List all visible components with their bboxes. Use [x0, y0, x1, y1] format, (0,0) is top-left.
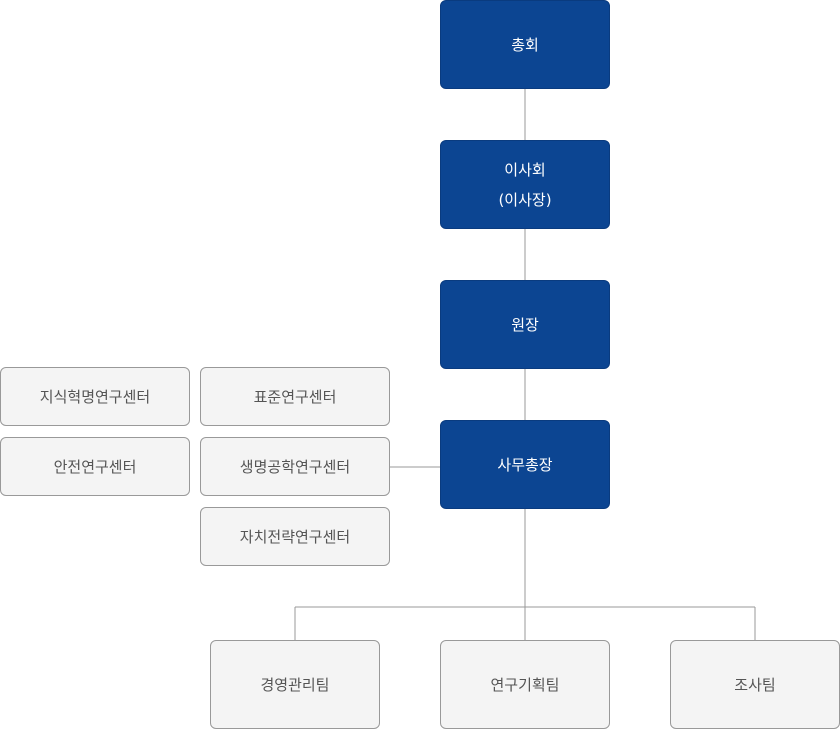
team-box: 조사팀	[670, 640, 840, 729]
board-box: 이사회 (이사장)	[440, 140, 610, 229]
president-box: 원장	[440, 280, 610, 369]
team-label: 경영관리팀	[260, 676, 330, 694]
general-assembly-box: 총회	[440, 0, 610, 89]
team-label: 연구기획팀	[490, 676, 560, 694]
center-label: 표준연구센터	[253, 388, 337, 406]
center-label: 안전연구센터	[53, 458, 137, 476]
general-assembly-label: 총회	[511, 35, 539, 54]
team-box: 경영관리팀	[210, 640, 380, 729]
team-label: 조사팀	[734, 676, 776, 694]
board-label: 이사회	[504, 160, 546, 179]
center-box: 지식혁명연구센터	[0, 367, 190, 426]
secretary-general-label: 사무총장	[497, 455, 553, 474]
secretary-general-box: 사무총장	[440, 420, 610, 509]
center-label: 자치전략연구센터	[239, 528, 351, 546]
center-box: 안전연구센터	[0, 437, 190, 496]
center-label: 지식혁명연구센터	[39, 388, 151, 406]
president-label: 원장	[511, 315, 539, 334]
team-box: 연구기획팀	[440, 640, 610, 729]
center-box: 자치전략연구센터	[200, 507, 390, 566]
board-chair-label: (이사장)	[498, 190, 552, 209]
center-box: 표준연구센터	[200, 367, 390, 426]
center-box: 생명공학연구센터	[200, 437, 390, 496]
center-label: 생명공학연구센터	[239, 458, 351, 476]
